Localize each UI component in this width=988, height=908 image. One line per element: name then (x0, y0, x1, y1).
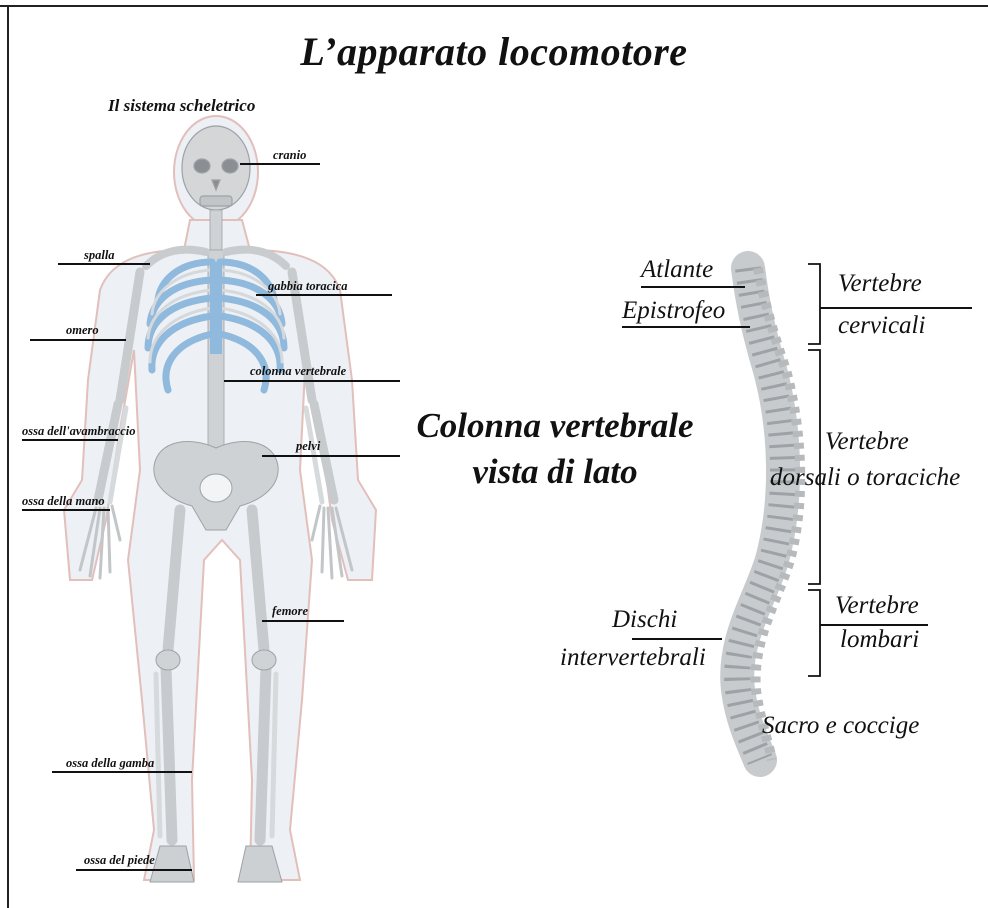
label-pelvi: pelvi (296, 439, 320, 453)
line-gabbia-toracica (256, 294, 392, 296)
line-femore (262, 620, 344, 622)
label-dorsali-2: dorsali o toraciche (770, 464, 960, 492)
label-colonna-vertebrale: colonna vertebrale (250, 364, 346, 378)
line-epistrofeo (622, 326, 750, 328)
line-ossa-avambraccio (22, 439, 118, 441)
label-gabbia-toracica: gabbia toracica (268, 279, 348, 293)
label-sacro: Sacro e coccige (762, 712, 919, 740)
line-colonna-vertebrale (224, 380, 400, 382)
line-ossa-piede (76, 869, 192, 871)
label-ossa-piede: ossa del piede (84, 853, 155, 867)
label-lombari-1: Vertebre (835, 592, 919, 620)
label-spalla: spalla (84, 248, 115, 262)
sternum (210, 262, 222, 354)
label-ossa-avambraccio: ossa dell'avambraccio (22, 424, 136, 438)
label-ossa-mano: ossa della mano (22, 494, 105, 508)
label-cervicali-2: cervicali (838, 312, 925, 340)
foot-bones (150, 846, 282, 882)
line-ossa-gamba (52, 771, 192, 773)
skull (182, 126, 250, 210)
label-cervicali-1: Vertebre (838, 270, 922, 298)
line-atlante (641, 286, 745, 288)
line-cervicali (820, 307, 972, 309)
label-lombari-2: lombari (840, 626, 919, 654)
label-femore: femore (272, 604, 308, 618)
label-dischi-2: intervertebrali (560, 644, 706, 672)
label-epistrofeo: Epistrofeo (622, 297, 725, 325)
label-dorsali-1: Vertebre (825, 428, 909, 456)
line-dischi (632, 638, 722, 640)
line-omero (30, 339, 126, 341)
lateral-spine-illustration (737, 268, 800, 760)
line-spalla (58, 263, 150, 265)
line-pelvi (262, 455, 400, 457)
line-cranio (240, 163, 320, 165)
spine-heading-line2: vista di lato (400, 452, 710, 492)
line-ossa-mano (22, 509, 110, 511)
label-omero: omero (66, 323, 99, 337)
label-dischi-1: Dischi (612, 606, 677, 634)
label-ossa-gamba: ossa della gamba (66, 756, 154, 770)
label-atlante: Atlante (641, 256, 713, 284)
spine-heading-line1: Colonna vertebrale (400, 406, 710, 446)
label-cranio: cranio (273, 148, 306, 162)
knee-caps (156, 650, 276, 670)
